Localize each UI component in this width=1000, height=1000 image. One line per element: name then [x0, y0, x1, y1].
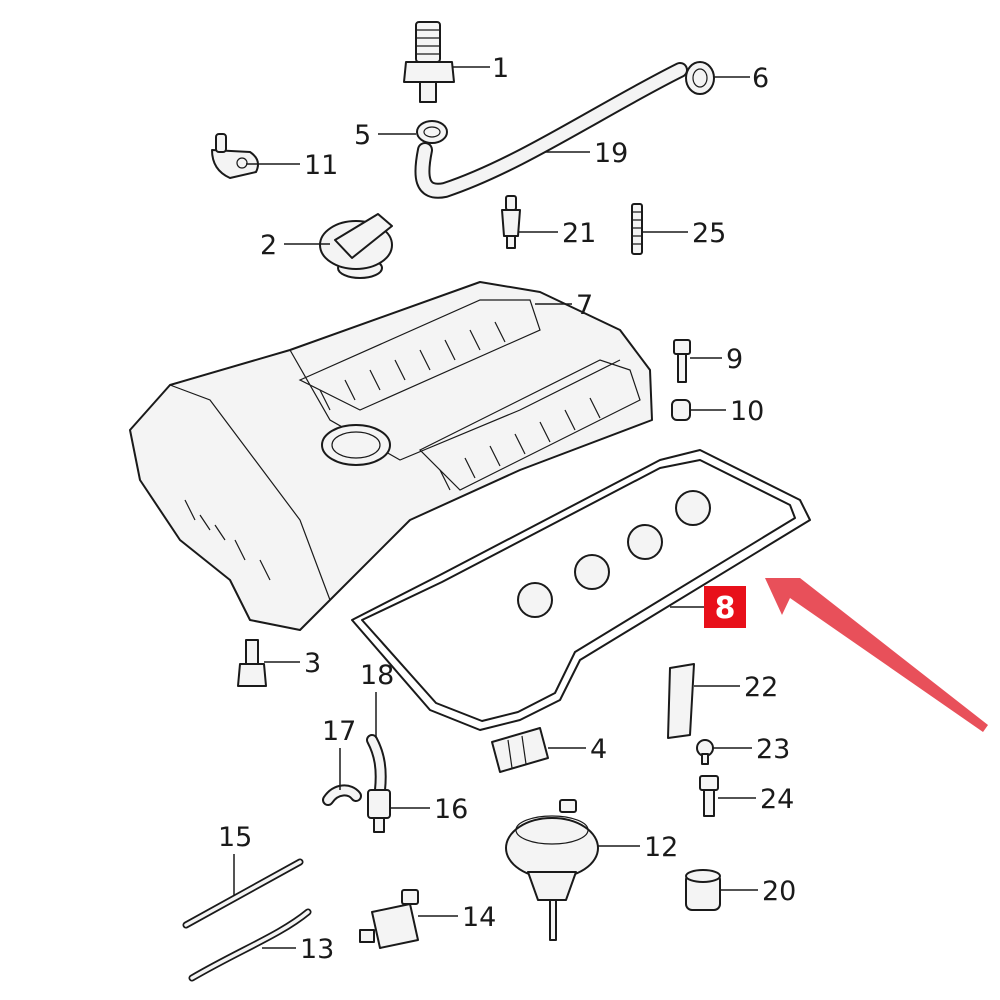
check-valve-part: [367, 789, 391, 833]
callout-19: 19: [594, 138, 628, 169]
callout-5: 5: [354, 120, 371, 151]
long-hose-part: [182, 858, 304, 929]
highlight-label-box: [704, 586, 746, 628]
stud-part: [631, 203, 643, 255]
flange-bolt-part: [699, 775, 719, 817]
oil-filler-cap-part: [319, 213, 393, 279]
cover-bolt-part: [237, 639, 267, 687]
callout-10: 10: [730, 396, 764, 427]
callout-18: 18: [360, 660, 394, 691]
callout-11: 11: [304, 150, 338, 181]
callout-3: 3: [304, 648, 321, 679]
callout-2: 2: [260, 230, 277, 261]
vacuum-actuator-part: [505, 799, 599, 941]
callout-1: 1: [492, 53, 509, 84]
callout-21: 21: [562, 218, 596, 249]
screw-part: [696, 739, 714, 765]
callout-9: 9: [726, 344, 743, 375]
valve-cover-part: [129, 281, 653, 631]
highlight-arrow: [765, 578, 988, 732]
callout-12: 12: [644, 832, 678, 863]
callout-15: 15: [218, 822, 252, 853]
small-clamp-part: [416, 120, 448, 144]
callout-14: 14: [462, 902, 496, 933]
metal-bracket-part: [667, 663, 695, 739]
mount-block-part: [491, 727, 549, 773]
callout-6: 6: [752, 63, 769, 94]
callout-22: 22: [744, 672, 778, 703]
grommet-part: [671, 399, 691, 421]
callout-20: 20: [762, 876, 796, 907]
bent-hose-part: [322, 784, 362, 806]
callout-23: 23: [756, 734, 790, 765]
solenoid-valve-part: [359, 889, 419, 949]
callout-17: 17: [322, 716, 356, 747]
bolt-part: [673, 339, 691, 383]
pcv-valve-part: [403, 21, 455, 103]
callout-25: 25: [692, 218, 726, 249]
callout-13: 13: [300, 934, 334, 965]
leader-lines: [233, 66, 758, 949]
breather-hose-part: [414, 62, 688, 199]
hose-clamp-part: [685, 61, 715, 95]
callout-7: 7: [576, 290, 593, 321]
sensor-part: [501, 195, 521, 249]
bushing-part: [685, 869, 721, 911]
callout-16: 16: [434, 794, 468, 825]
valve-cover-gasket-part: [351, 449, 811, 731]
bracket-part: [211, 133, 259, 179]
highlight-label: 8: [715, 591, 736, 626]
callout-24: 24: [760, 784, 794, 815]
callout-numbers: 1 6 5 11 19 2 21 25 7 9 10 3 18 17 16 4 …: [218, 53, 796, 965]
curved-hose-part: [188, 908, 312, 982]
callout-4: 4: [590, 734, 607, 765]
vacuum-hose-part: [366, 734, 387, 796]
